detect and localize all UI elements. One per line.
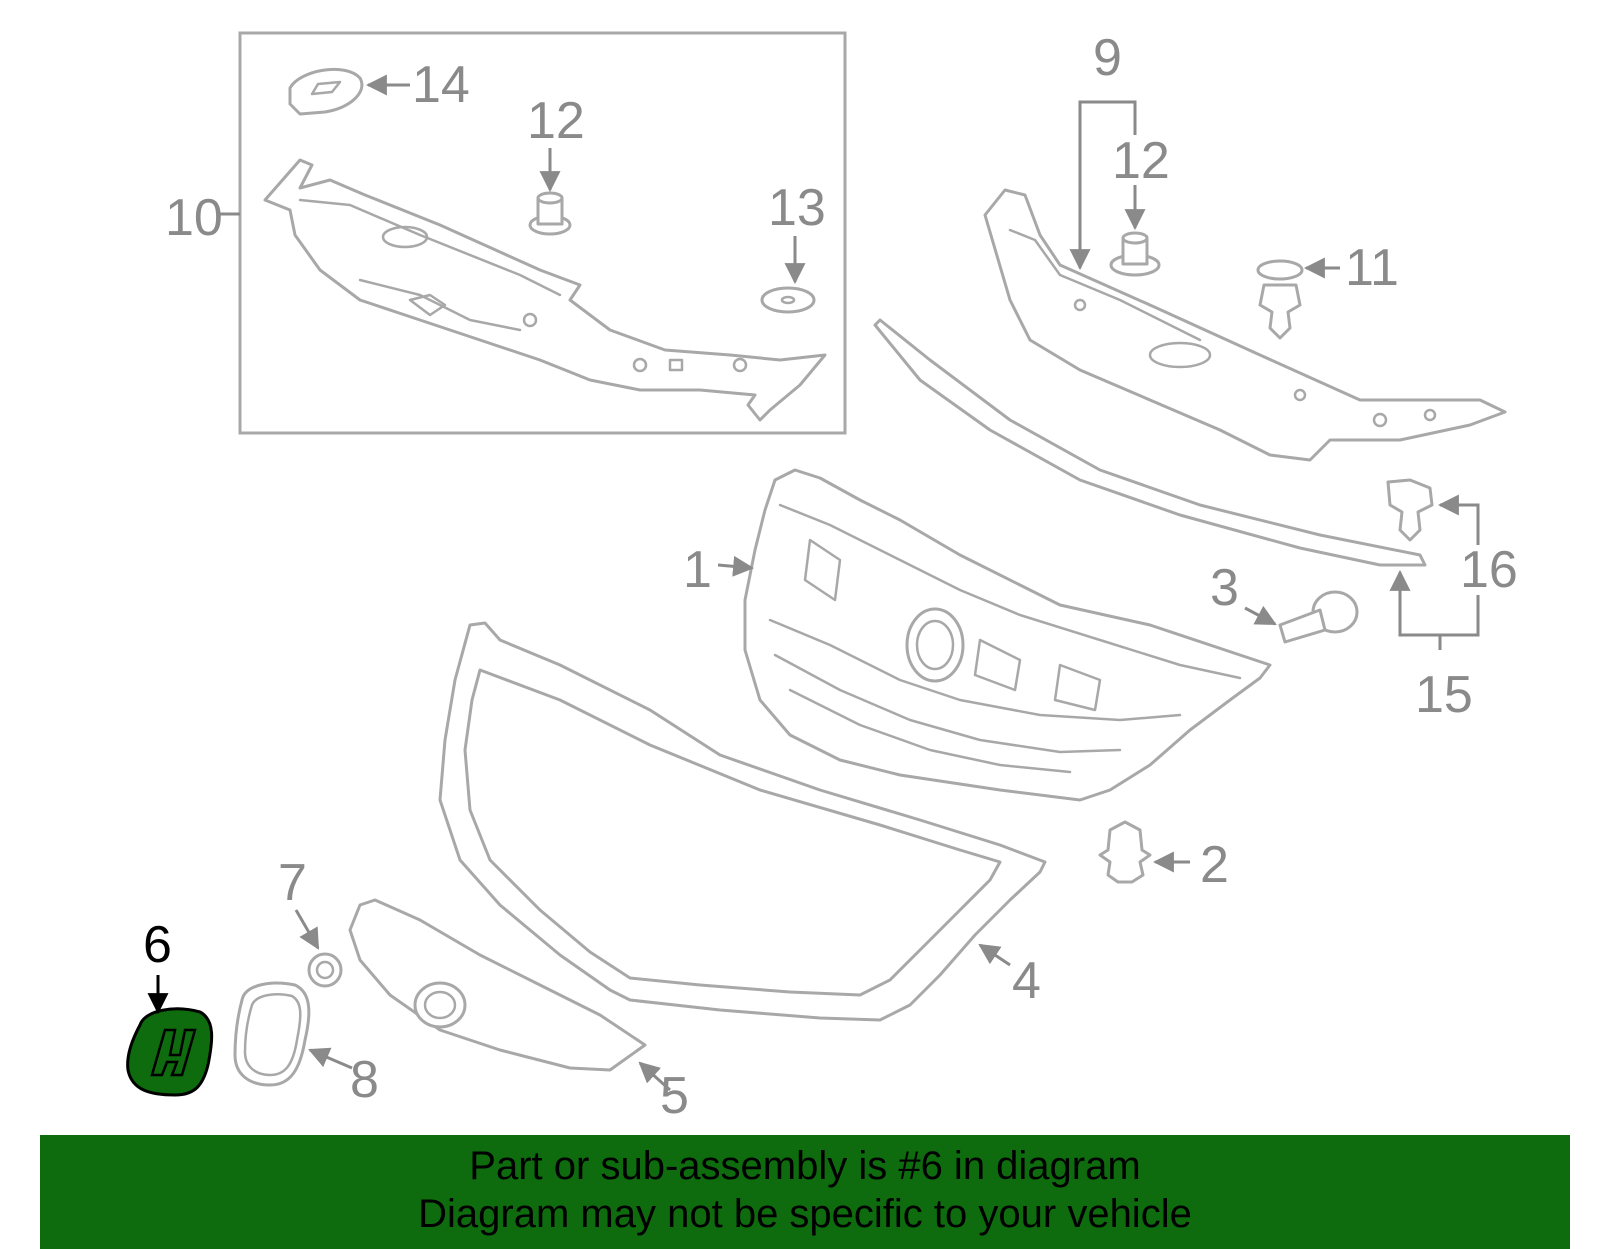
leader-16	[1440, 503, 1480, 545]
inset-box	[238, 31, 847, 435]
info-banner: Part or sub-assembly is #6 in diagram Di…	[40, 1135, 1570, 1249]
callout-12a: 12	[527, 92, 585, 150]
part-7-washer[interactable]	[307, 952, 343, 988]
callout-10: 10	[165, 189, 223, 247]
part-16-clip[interactable]	[1386, 478, 1434, 542]
part-12-nut-right[interactable]	[1109, 231, 1161, 277]
callout-3: 3	[1210, 559, 1239, 617]
callout-12b: 12	[1112, 132, 1170, 190]
part-6-emblem-highlighted[interactable]	[126, 1007, 214, 1097]
callout-6: 6	[143, 916, 172, 974]
callout-4: 4	[1012, 952, 1041, 1010]
callout-9: 9	[1093, 29, 1122, 87]
part-2-clip[interactable]	[1098, 820, 1152, 884]
part-15-seal-strip[interactable]	[873, 318, 1427, 567]
part-1-grille[interactable]	[743, 468, 1272, 802]
part-13-washer[interactable]	[760, 286, 816, 314]
part-5-garnish[interactable]	[348, 898, 647, 1072]
callout-16: 16	[1460, 541, 1518, 599]
part-12-nut-inset[interactable]	[528, 191, 572, 236]
banner-line-1: Part or sub-assembly is #6 in diagram	[469, 1144, 1141, 1188]
leader-7	[294, 909, 320, 950]
leader-4	[978, 943, 1011, 967]
leader-1	[717, 555, 755, 577]
leader-8	[308, 1047, 353, 1070]
part-8-emblem-base[interactable]	[233, 981, 311, 1087]
callout-5: 5	[660, 1067, 689, 1125]
callout-2: 2	[1200, 836, 1229, 894]
part-4-frame[interactable]	[438, 621, 1047, 1022]
part-14-cap[interactable]	[288, 67, 364, 116]
callout-11: 11	[1345, 239, 1399, 297]
callout-8: 8	[350, 1051, 379, 1109]
part-3-screw[interactable]	[1278, 590, 1359, 644]
leader-5	[638, 1061, 672, 1092]
callout-14: 14	[412, 56, 470, 114]
part-10-upper-bracket[interactable]	[263, 158, 827, 422]
part-9-upper-support[interactable]	[983, 188, 1507, 462]
callout-13: 13	[768, 179, 826, 237]
leader-9	[1078, 100, 1137, 135]
callout-7: 7	[278, 854, 307, 912]
banner-line-2: Diagram may not be specific to your vehi…	[418, 1192, 1192, 1236]
callout-15: 15	[1415, 666, 1473, 724]
part-11-clip[interactable]	[1256, 259, 1304, 340]
leader-3	[1244, 605, 1277, 626]
callout-1: 1	[683, 541, 712, 599]
